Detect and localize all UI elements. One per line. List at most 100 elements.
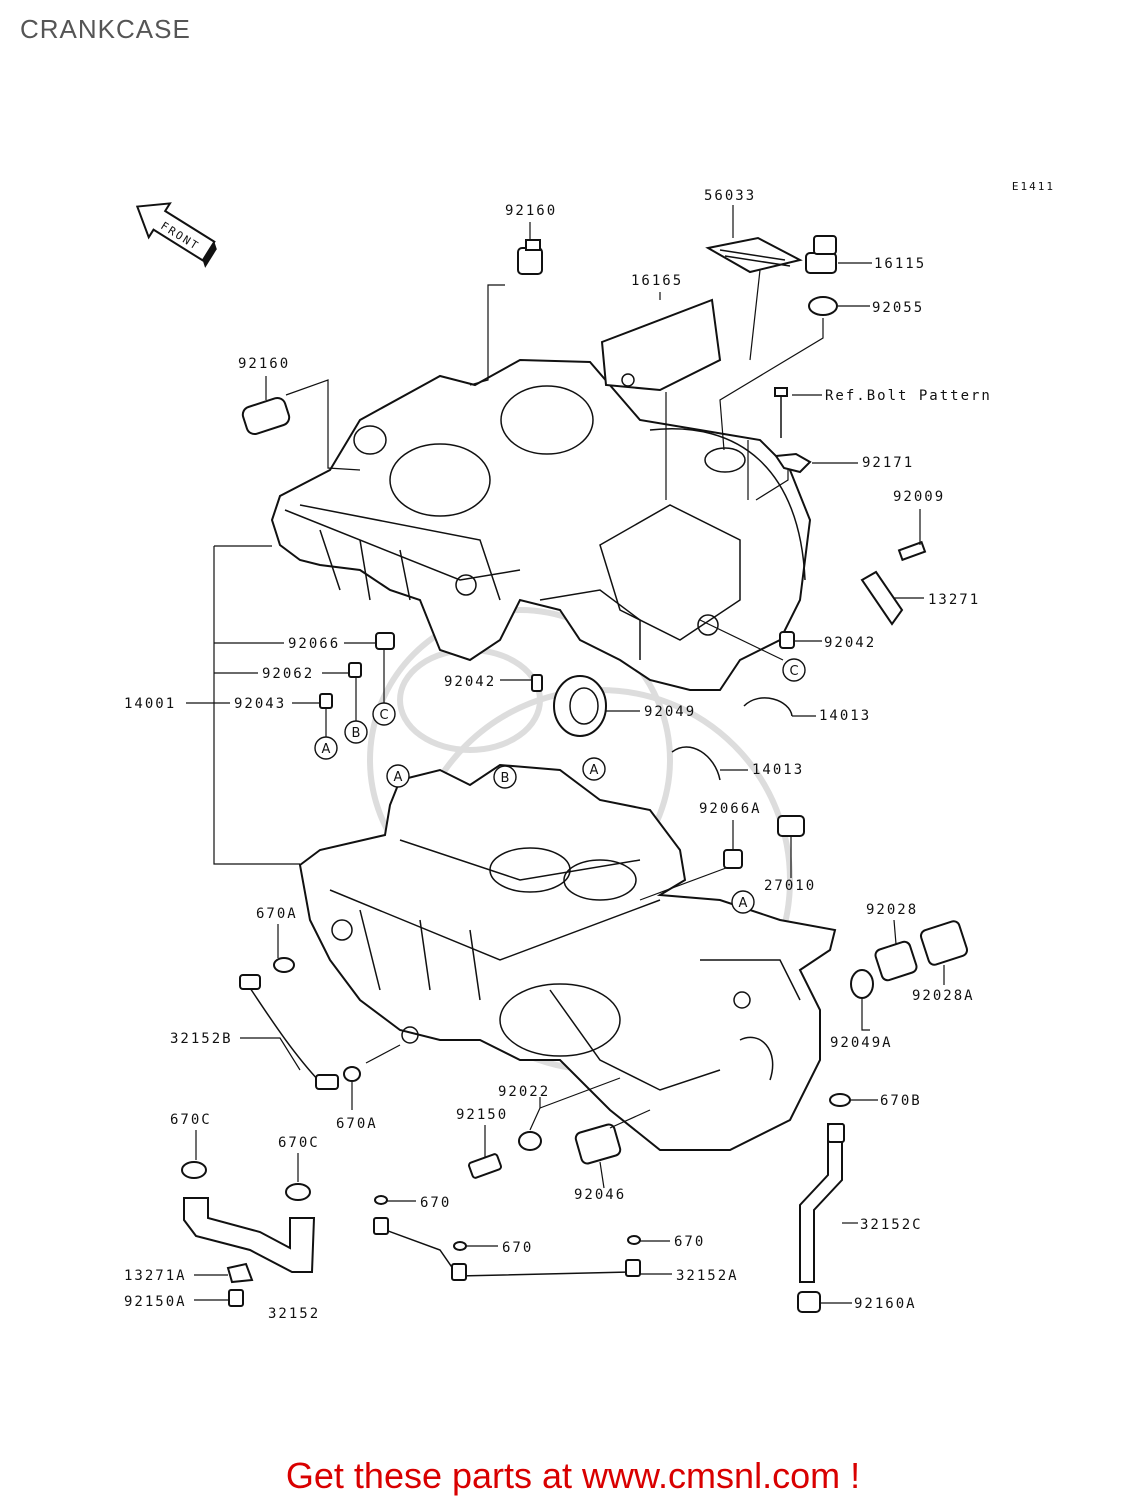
part-32152C [799, 1123, 845, 1283]
label-92049: 92049 [644, 704, 696, 720]
part-32152A [373, 1217, 641, 1281]
part-92160A [797, 1291, 821, 1313]
part-92160-top [517, 239, 543, 275]
callout-c-upper: C [782, 658, 806, 682]
part-32152B [239, 974, 339, 1090]
label-92043: 92043 [234, 696, 286, 712]
crankcase-diagram: FRONT [124, 180, 1055, 1322]
part-92160-left [241, 396, 291, 436]
label-32152: 32152 [268, 1306, 320, 1322]
part-92150 [468, 1153, 502, 1179]
part-670B [829, 1093, 851, 1107]
front-arrow-icon: FRONT [135, 202, 217, 268]
part-14013-a [743, 697, 793, 717]
label-92055: 92055 [872, 300, 924, 316]
footer-shop-link[interactable]: Get these parts at www.cmsnl.com ! [285, 1455, 861, 1496]
label-27010: 27010 [764, 878, 816, 894]
part-92062 [348, 662, 362, 678]
part-16115 [805, 235, 837, 274]
part-92042-right [779, 631, 795, 649]
label-ref-bolt: Ref.Bolt Pattern [825, 388, 992, 404]
svg-text:A: A [322, 742, 331, 757]
label-92160-left: 92160 [238, 356, 290, 372]
label-14013-b: 14013 [752, 762, 804, 778]
part-labels: E1411 92160 56033 16115 16165 92055 9216… [124, 180, 1055, 1322]
label-92042-right: 92042 [824, 635, 876, 651]
label-13271: 13271 [928, 592, 980, 608]
part-670C-left [181, 1161, 207, 1179]
part-92055 [808, 296, 838, 316]
part-92028 [874, 940, 918, 982]
svg-text:A: A [394, 770, 403, 785]
callout-a-92043: A [314, 736, 338, 760]
part-13271A [226, 1262, 254, 1284]
callout-a-lower-left: A [386, 764, 410, 788]
label-92028: 92028 [866, 902, 918, 918]
part-13271 [860, 570, 904, 626]
label-92160A: 92160A [854, 1296, 917, 1312]
label-670-c: 670 [674, 1234, 705, 1250]
label-92171: 92171 [862, 455, 914, 471]
part-92066 [375, 632, 395, 650]
callout-a-lower-mid: A [582, 757, 606, 781]
label-32152A: 32152A [676, 1268, 739, 1284]
part-14013-b [671, 746, 721, 781]
svg-text:A: A [590, 763, 599, 778]
label-670C-right: 670C [278, 1135, 320, 1151]
label-92066A: 92066A [699, 801, 762, 817]
part-16165 [600, 298, 722, 392]
part-92022 [518, 1131, 542, 1151]
label-670B: 670B [880, 1093, 922, 1109]
callout-a-lower-right: A [731, 890, 755, 914]
label-670C-left: 670C [170, 1112, 212, 1128]
label-92062: 92062 [262, 666, 314, 682]
label-32152B: 32152B [170, 1031, 233, 1047]
part-670-b [453, 1241, 467, 1251]
part-27010 [777, 815, 805, 837]
label-670-a: 670 [420, 1195, 451, 1211]
part-670-a [374, 1195, 388, 1205]
part-92049A [850, 969, 874, 999]
part-670-c [627, 1235, 641, 1245]
label-92066: 92066 [288, 636, 340, 652]
part-92009 [897, 540, 927, 562]
label-14013-a: 14013 [819, 708, 871, 724]
label-13271A: 13271A [124, 1268, 187, 1284]
label-56033: 56033 [704, 188, 756, 204]
svg-text:C: C [789, 664, 798, 679]
label-92160-top: 92160 [505, 203, 557, 219]
page-title: CRANKCASE [20, 14, 191, 44]
svg-text:B: B [501, 771, 510, 786]
label-92049A: 92049A [830, 1035, 893, 1051]
callout-b-92062: B [344, 720, 368, 744]
part-92171 [774, 452, 812, 474]
label-670A-bottom: 670A [336, 1116, 378, 1132]
part-670C-right [285, 1183, 311, 1201]
label-16115: 16115 [874, 256, 926, 272]
label-92150: 92150 [456, 1107, 508, 1123]
leader-lines [186, 205, 945, 1304]
label-92046: 92046 [574, 1187, 626, 1203]
part-670A-bottom [343, 1066, 361, 1082]
part-92049 [553, 675, 607, 737]
label-16165: 16165 [631, 273, 683, 289]
part-92046 [574, 1123, 622, 1165]
label-670A-top: 670A [256, 906, 298, 922]
part-92066A [723, 849, 743, 869]
part-92043 [319, 693, 333, 709]
part-670A-top [273, 957, 295, 973]
label-14001: 14001 [124, 696, 176, 712]
label-32152C: 32152C [860, 1217, 923, 1233]
svg-text:A: A [739, 896, 748, 911]
label-670-b: 670 [502, 1240, 533, 1256]
part-92150A [228, 1289, 244, 1307]
diagram-code: E1411 [1012, 180, 1055, 193]
label-92150A: 92150A [124, 1294, 187, 1310]
label-92009: 92009 [893, 489, 945, 505]
part-92028A [919, 920, 969, 966]
part-ref-bolt [774, 387, 788, 438]
svg-text:B: B [352, 726, 361, 741]
part-56033 [705, 236, 803, 274]
callout-c-92066: C [372, 702, 396, 726]
part-32152 [183, 1197, 316, 1273]
